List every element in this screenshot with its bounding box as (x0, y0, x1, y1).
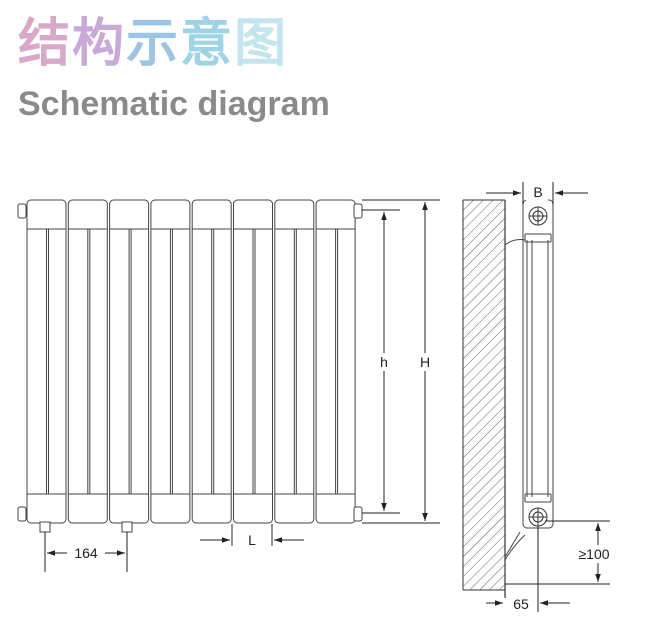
radiator-section (191, 199, 232, 524)
radiator-section (150, 199, 191, 524)
side-view-radiator (504, 199, 554, 561)
pitch-label: L (248, 532, 256, 548)
chinese-title: 结构示意图 (18, 14, 288, 74)
depth-dimension (486, 182, 588, 205)
top-left-plug (17, 203, 27, 219)
pitch-dimension (200, 524, 304, 546)
left-inlet-stub (39, 521, 51, 533)
H-label: H (420, 354, 430, 370)
wall-offset-dimension (486, 526, 570, 612)
title-char: 意 (180, 14, 235, 74)
radiator-sections (26, 199, 356, 524)
radiator-section (315, 199, 356, 524)
top-right-plug (353, 203, 363, 219)
side-view-valve-top (528, 206, 548, 226)
title-char: 示 (126, 14, 181, 74)
radiator-section (67, 199, 108, 524)
h-label: h (380, 354, 388, 370)
right-inlet-stub (121, 521, 133, 533)
bottom-left-plug (17, 506, 27, 522)
radiator-section (26, 199, 67, 524)
floor-clearance-label: ≥100 (578, 546, 609, 562)
section-spacing-label: 164 (74, 545, 98, 561)
radiator-section (233, 199, 273, 524)
title-char: 结 (18, 14, 73, 74)
title-char: 图 (234, 14, 289, 74)
section-spacing-dimension (44, 532, 128, 572)
wall-offset-label: 65 (513, 596, 529, 612)
radiator-section (109, 199, 150, 524)
title-char: 构 (72, 14, 127, 74)
radiator-section (274, 199, 315, 524)
wall-hatch (463, 200, 505, 590)
english-title: Schematic diagram (18, 85, 330, 123)
depth-label: B (533, 184, 542, 200)
front-fittings (17, 203, 363, 533)
bottom-right-plug (353, 506, 363, 522)
side-view-valve-bottom (528, 507, 548, 527)
